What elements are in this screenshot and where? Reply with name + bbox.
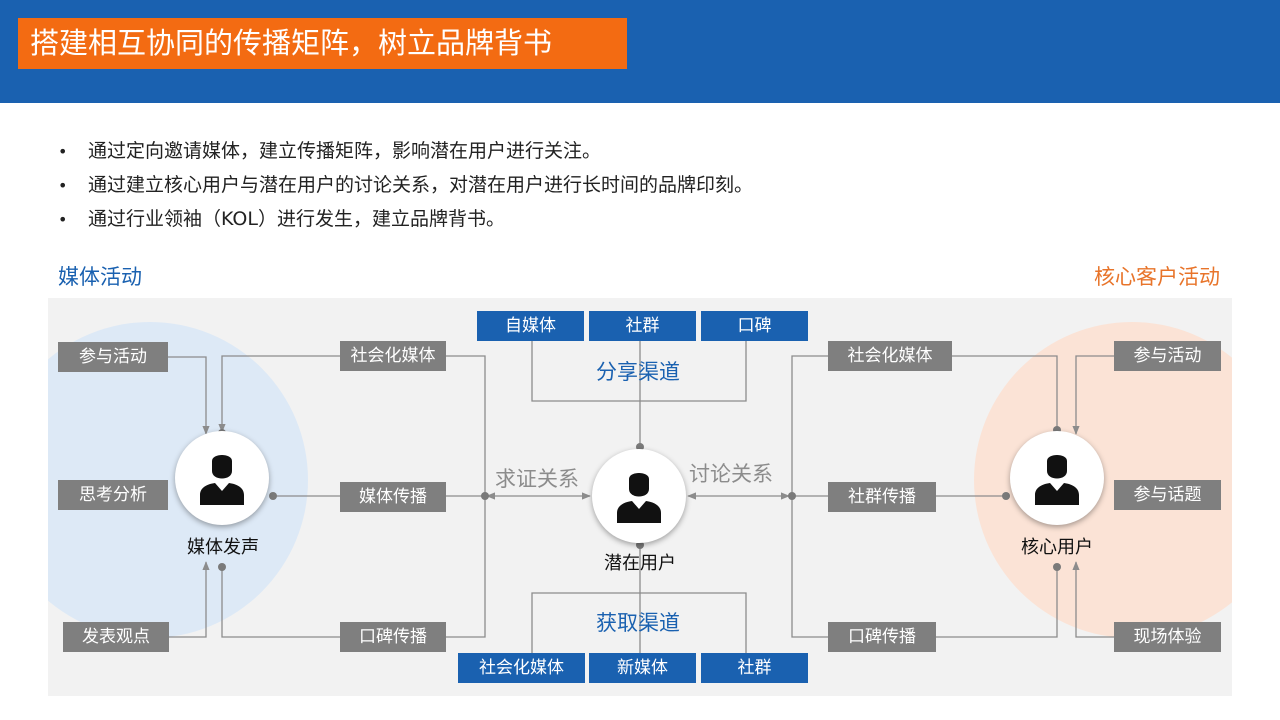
acquire-item-box: 社会化媒体 xyxy=(458,653,585,683)
connector-line xyxy=(168,356,210,435)
connector-dot xyxy=(1053,563,1061,571)
bullet-item: • 通过行业领袖（KOL）进行发生，建立品牌背书。 xyxy=(58,204,753,238)
connector-line xyxy=(1072,355,1114,435)
right-channel-box: 口碑传播 xyxy=(828,622,936,652)
bullet-text: 通过定向邀请媒体，建立传播矩阵，影响潜在用户进行关注。 xyxy=(88,140,602,162)
person-icon xyxy=(200,455,244,505)
connector-dot xyxy=(788,492,796,500)
connector-line xyxy=(531,341,747,402)
left-channel-box: 口碑传播 xyxy=(340,622,446,652)
left-channel-box: 媒体传播 xyxy=(340,482,446,512)
left-relation-label: 求证关系 xyxy=(495,467,579,491)
acquire-channel-label: 获取渠道 xyxy=(596,611,680,635)
right-channel-box: 社会化媒体 xyxy=(828,341,952,371)
connector-dot xyxy=(1002,492,1010,500)
potential-user-label: 潜在用户 xyxy=(604,553,676,574)
connector-line xyxy=(531,592,747,653)
bullet-dot: • xyxy=(58,210,68,229)
right-input-box: 参与话题 xyxy=(1114,480,1221,510)
connector-line xyxy=(936,567,1058,638)
bullet-text: 通过建立核心用户与潜在用户的讨论关系，对潜在用户进行长时间的品牌印刻。 xyxy=(88,174,754,196)
share-channel-label: 分享渠道 xyxy=(596,360,680,384)
person-icon xyxy=(1035,455,1079,505)
bullet-text: 通过行业领袖（KOL）进行发生，建立品牌背书。 xyxy=(88,208,505,230)
potential-user-node xyxy=(592,449,686,543)
bullet-dot: • xyxy=(58,142,68,161)
connector-dot xyxy=(636,541,644,549)
left-input-box: 参与活动 xyxy=(58,342,168,372)
media-voice-node xyxy=(175,431,269,525)
page-title: 搭建相互协同的传播矩阵，树立品牌背书 xyxy=(18,18,627,69)
bullet-list: • 通过定向邀请媒体，建立传播矩阵，影响潜在用户进行关注。 • 通过建立核心用户与潜… xyxy=(58,136,753,238)
share-item-box: 口碑 xyxy=(701,311,808,341)
share-item-box: 自媒体 xyxy=(477,311,584,341)
bullet-item: • 通过建立核心用户与潜在用户的讨论关系，对潜在用户进行长时间的品牌印刻。 xyxy=(58,170,753,204)
connector-line xyxy=(1072,561,1114,638)
media-activity-label: 媒体活动 xyxy=(58,265,142,289)
connector-dot xyxy=(481,492,489,500)
left-input-box: 发表观点 xyxy=(63,622,169,652)
core-user-node xyxy=(1010,431,1104,525)
bullet-dot: • xyxy=(58,176,68,195)
left-input-box: 思考分析 xyxy=(58,480,168,510)
acquire-item-box: 社群 xyxy=(701,653,808,683)
right-input-box: 参与活动 xyxy=(1114,341,1221,371)
right-input-box: 现场体验 xyxy=(1114,622,1221,652)
bullet-item: • 通过定向邀请媒体，建立传播矩阵，影响潜在用户进行关注。 xyxy=(58,136,753,170)
right-relation-label: 讨论关系 xyxy=(689,462,773,486)
connector-line xyxy=(218,355,340,433)
right-channel-box: 社群传播 xyxy=(828,482,936,512)
connector-line xyxy=(952,355,1058,430)
left-channel-box: 社会化媒体 xyxy=(340,341,446,371)
acquire-item-box: 新媒体 xyxy=(589,653,696,683)
connector-dot xyxy=(218,563,226,571)
connector-line xyxy=(221,567,340,638)
media-voice-label: 媒体发声 xyxy=(187,537,259,558)
core-user-label: 核心用户 xyxy=(1021,537,1093,558)
person-icon xyxy=(617,473,661,523)
connector-dot xyxy=(269,492,277,500)
connector-line xyxy=(168,561,210,638)
core-activity-label: 核心客户活动 xyxy=(1094,265,1220,289)
share-item-box: 社群 xyxy=(589,311,696,341)
